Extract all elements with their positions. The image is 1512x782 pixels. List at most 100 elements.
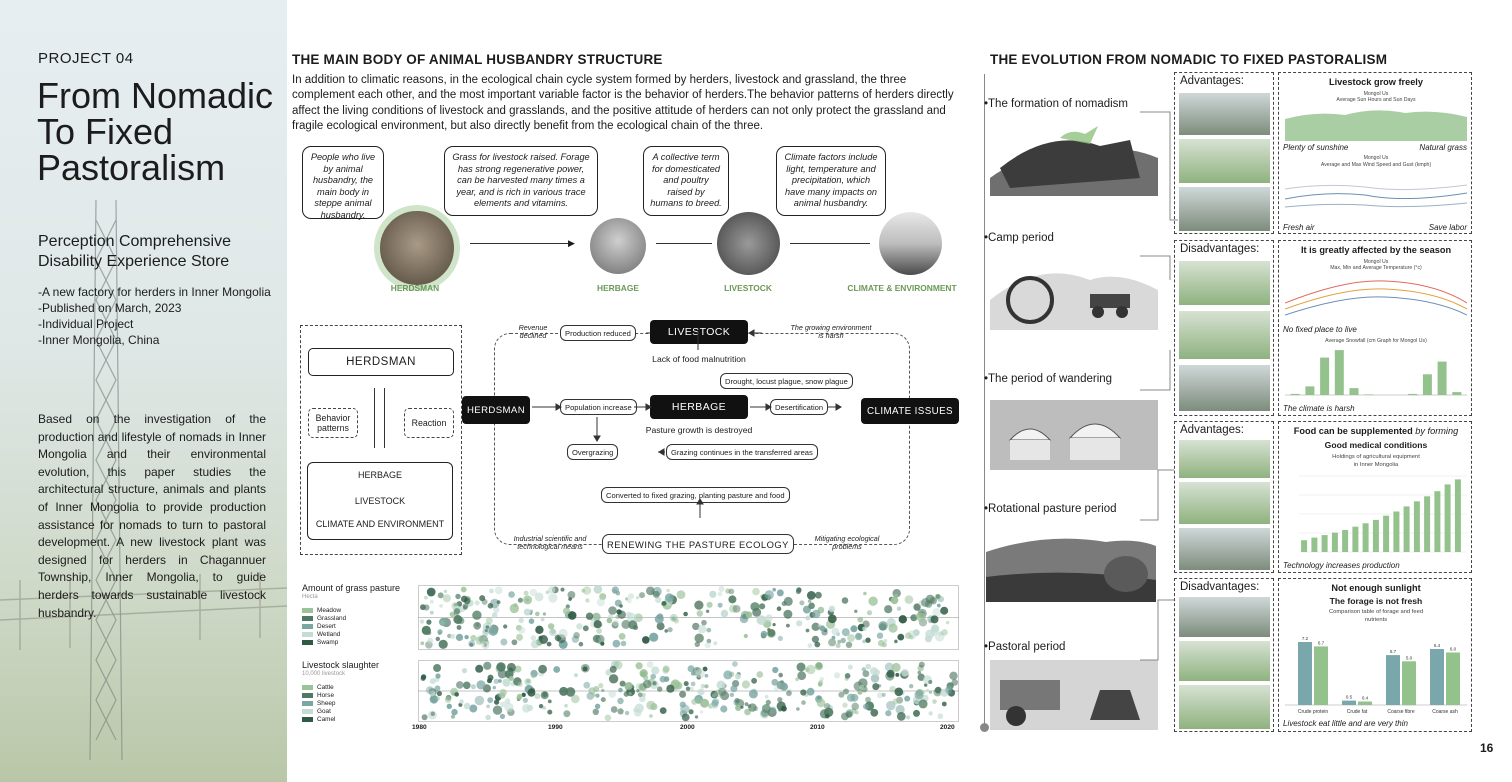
strip-dot — [772, 623, 776, 627]
strip-dot — [581, 588, 586, 593]
strip-dot — [706, 638, 712, 644]
bubble-herbage: Grass for livestock raised. Forage has s… — [444, 146, 598, 216]
panel-sub: Comparison table of forage and feed — [1328, 609, 1424, 615]
strip-dot — [666, 684, 675, 693]
strip-dot — [694, 715, 699, 719]
strip-dot — [619, 680, 626, 687]
strip-dot — [711, 693, 717, 698]
strip-dot — [885, 710, 892, 717]
connector-line — [790, 243, 870, 244]
strip-dot — [601, 688, 605, 693]
nomadism-illustration — [990, 126, 1158, 196]
strip-dot — [741, 680, 750, 689]
strip-dot — [851, 702, 859, 711]
strip-dot — [608, 690, 616, 698]
strip-dot — [767, 629, 776, 637]
strip-dot — [583, 681, 591, 689]
strip-dot — [502, 678, 511, 687]
strip-dot — [558, 628, 568, 638]
strip-dot — [718, 586, 725, 592]
strip-dot — [828, 638, 837, 647]
strip-dot — [932, 699, 937, 704]
label-herdsman: HERDSMAN — [390, 283, 440, 293]
legend-label: Desert — [317, 622, 336, 630]
strip-dot — [904, 695, 911, 702]
strip-dot — [650, 673, 656, 680]
strip-dot — [604, 714, 612, 722]
strip-dot — [937, 713, 944, 720]
strip-dot — [930, 615, 939, 624]
strip-dot — [500, 638, 508, 646]
strip-dot — [819, 625, 826, 632]
strip1-unit: Hecta — [302, 594, 318, 600]
strip-dot — [442, 594, 451, 603]
strip-dot — [470, 684, 476, 690]
temperature-line-chart — [1285, 280, 1467, 316]
strip-dot — [620, 640, 627, 647]
strip-dot — [582, 666, 588, 672]
strip-dot — [662, 665, 670, 673]
strip-dot — [592, 693, 596, 697]
strip-dot — [812, 609, 821, 619]
strip-dot — [735, 704, 742, 711]
page-subtitle: Perception Comprehensive Disability Expe… — [38, 233, 231, 270]
strip-dot — [743, 633, 748, 639]
strip-dot — [547, 623, 555, 630]
strip-dot — [924, 635, 932, 643]
strip-dot — [891, 662, 901, 672]
strip-dot — [523, 595, 533, 605]
strip-dot — [886, 669, 895, 678]
equipment-bar — [1434, 491, 1441, 552]
forage-value-label: 0.5 — [1346, 695, 1353, 700]
strip-dot — [419, 619, 425, 624]
strip-dot — [636, 689, 640, 693]
pastoral-illustration — [990, 660, 1158, 730]
strip-dot — [516, 695, 522, 701]
strip-dot — [689, 686, 694, 692]
thumb-photo — [1179, 311, 1270, 359]
node-grazing-continues: Grazing continues in the transferred are… — [666, 444, 818, 460]
connector-line — [470, 243, 574, 244]
strip-dot — [553, 666, 561, 673]
strip-dot — [806, 687, 815, 696]
strip-dot — [909, 684, 914, 689]
strip-dot — [894, 593, 898, 598]
strip-dot — [659, 707, 667, 714]
strip-dot — [542, 612, 546, 616]
strip-dot — [585, 612, 594, 620]
strip-dot — [499, 692, 506, 699]
caption: No fixed place to live — [1283, 325, 1357, 334]
strip-dot — [921, 598, 931, 607]
strip-dot — [458, 702, 463, 707]
strip-dot — [894, 687, 904, 697]
strip-dot — [807, 599, 812, 603]
strip-dot — [564, 703, 568, 708]
box-behavior-patterns: Behavior patterns — [308, 408, 358, 438]
strip-dot — [764, 590, 774, 600]
strip-dot — [635, 596, 640, 600]
thumb-photo — [1179, 261, 1270, 305]
strip-dot — [593, 585, 603, 594]
strip-dot — [797, 671, 807, 681]
year-tick: 2020 — [940, 724, 955, 731]
period-nomadism: •The formation of nomadism — [984, 98, 1129, 110]
strip-dot — [704, 673, 709, 678]
strip-dot — [870, 667, 878, 675]
strip-dot — [930, 628, 938, 636]
strip-dot — [450, 633, 456, 639]
strip-dot — [800, 689, 807, 696]
strip-dot — [815, 591, 822, 599]
strip-dot — [854, 609, 858, 613]
strip-dot — [808, 602, 815, 610]
strip-dot — [819, 677, 824, 682]
legend-entry: Goat — [302, 707, 335, 715]
strip-dot — [697, 624, 707, 634]
strip-dot — [843, 688, 849, 695]
strip-dot — [619, 604, 623, 608]
strip-dot — [702, 666, 708, 672]
strip-dot — [828, 605, 836, 613]
strip-dot — [434, 685, 441, 692]
strip-dot — [628, 593, 634, 600]
strip-dot — [756, 615, 767, 625]
strip-dot — [483, 661, 492, 670]
